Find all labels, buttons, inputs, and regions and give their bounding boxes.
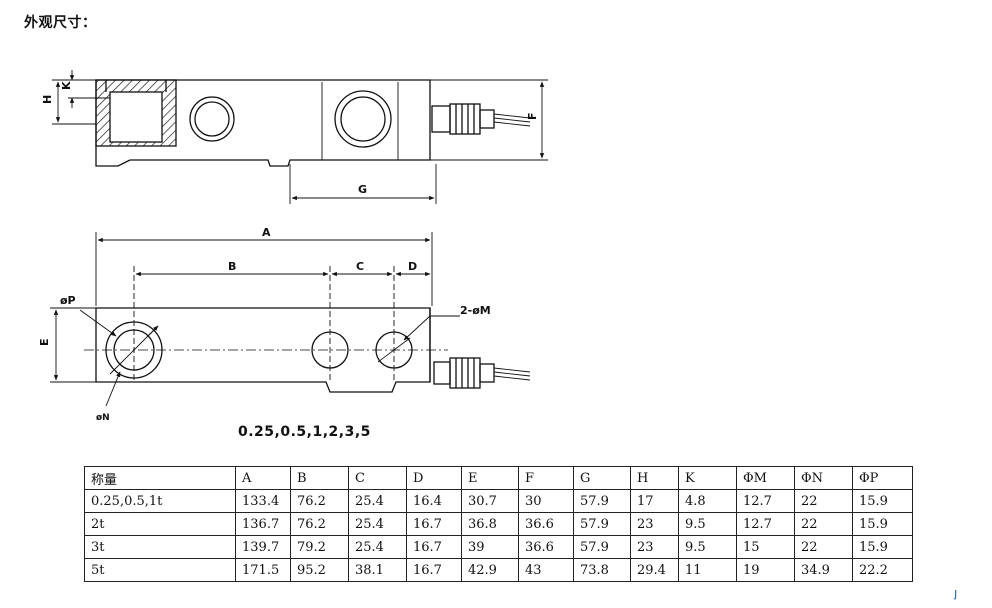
side-view-hole-2	[334, 90, 392, 148]
table-cell: 23	[630, 535, 679, 559]
table-cell: 12.7	[736, 489, 795, 513]
table-cell: 9.5	[678, 512, 737, 536]
table-cell: 43	[518, 558, 574, 582]
table-cell: 25.4	[348, 535, 407, 559]
model-capacities: 0.25,0.5,1,2,3,5	[238, 424, 371, 440]
table-cell: 36.8	[461, 512, 519, 536]
dim-label-e: E	[38, 338, 51, 346]
dim-label-f: F	[526, 112, 539, 120]
table-cell: 95.2	[290, 558, 349, 582]
table-row: 0.25,0.5,1t 133.4 76.2 25.4 16.4 30.7 30…	[84, 489, 913, 513]
dim-label-c: C	[356, 260, 364, 273]
table-cell: 57.9	[573, 512, 631, 536]
table-cell: 25.4	[348, 489, 407, 513]
table-cell: 30.7	[461, 489, 519, 513]
table-cell: 16.7	[406, 512, 462, 536]
table-cell: 4.8	[678, 489, 737, 513]
side-view-hole-1	[189, 96, 235, 142]
side-view	[95, 79, 531, 167]
table-cell: 16.7	[406, 558, 462, 582]
table-cell: 30	[518, 489, 574, 513]
table-cell: 9.5	[678, 535, 737, 559]
dim-label-a: A	[262, 226, 271, 239]
table-cell: 79.2	[290, 535, 349, 559]
header-cell: ΦM	[736, 466, 795, 490]
table-cell: 16.7	[406, 535, 462, 559]
dim-label-phi-n: øN	[96, 413, 110, 423]
table-cell: 42.9	[461, 558, 519, 582]
table-row: 5t 171.5 95.2 38.1 16.7 42.9 43 73.8 29.…	[84, 558, 913, 582]
table-cell: 22	[794, 489, 853, 513]
dim-label-b: B	[228, 260, 236, 273]
table-cell: 22	[794, 512, 853, 536]
table-cell: 17	[630, 489, 679, 513]
table-cell: 34.9	[794, 558, 853, 582]
table-cell: 36.6	[518, 535, 574, 559]
header-cell: ΦP	[852, 466, 913, 490]
header-cell: E	[461, 466, 519, 490]
table-cell: 76.2	[290, 512, 349, 536]
dim-label-phi-m: 2-øM	[460, 304, 491, 317]
header-cell: C	[348, 466, 407, 490]
page-heading: 外观尺寸：	[24, 15, 97, 31]
top-view	[84, 307, 531, 393]
side-view-connector	[431, 103, 531, 135]
table-cell: 11	[678, 558, 737, 582]
table-cell: 136.7	[235, 512, 291, 536]
table-cell: 2t	[84, 512, 236, 536]
table-cell: 3t	[84, 535, 236, 559]
table-cell: 12.7	[736, 512, 795, 536]
header-cell: K	[678, 466, 737, 490]
table-header-row: 称量 A B C D E F G H K ΦM ΦN ΦP	[84, 466, 913, 490]
dim-label-k: K	[60, 81, 73, 90]
table-cell: 29.4	[630, 558, 679, 582]
header-cell: D	[406, 466, 462, 490]
header-cell: H	[630, 466, 679, 490]
table-row: 3t 139.7 79.2 25.4 16.7 39 36.6 57.9 23 …	[84, 535, 913, 559]
header-cell: G	[573, 466, 631, 490]
table-cell: 16.4	[406, 489, 462, 513]
dim-label-d: D	[408, 260, 417, 273]
table-cell: 15.9	[852, 512, 913, 536]
table-cell: 5t	[84, 558, 236, 582]
header-cell: B	[290, 466, 349, 490]
table-cell: 57.9	[573, 535, 631, 559]
table-cell: 57.9	[573, 489, 631, 513]
table-cell: 36.6	[518, 512, 574, 536]
header-cell: 称量	[84, 466, 236, 490]
table-cell: 0.25,0.5,1t	[84, 489, 236, 513]
table-cell: 15.9	[852, 535, 913, 559]
table-cell: 171.5	[235, 558, 291, 582]
corner-mark: ȷ	[954, 586, 958, 600]
table-cell: 15	[736, 535, 795, 559]
top-view-connector	[433, 357, 531, 389]
table-cell: 22	[794, 535, 853, 559]
header-cell: A	[235, 466, 291, 490]
table-cell: 39	[461, 535, 519, 559]
table-cell: 25.4	[348, 512, 407, 536]
dimension-drawing: H K F G	[38, 70, 548, 423]
table-cell: 38.1	[348, 558, 407, 582]
table-cell: 139.7	[235, 535, 291, 559]
dim-label-h: H	[41, 95, 54, 104]
table-cell: 73.8	[573, 558, 631, 582]
dim-label-phi-p: øP	[60, 294, 76, 307]
side-view-body	[95, 79, 431, 167]
header-cell: ΦN	[794, 466, 853, 490]
spec-table: 称量 A B C D E F G H K ΦM ΦN ΦP 0.25,0.5,1…	[84, 466, 913, 582]
dim-label-g: G	[358, 183, 367, 196]
table-cell: 15.9	[852, 489, 913, 513]
table-row: 2t 136.7 76.2 25.4 16.7 36.8 36.6 57.9 2…	[84, 512, 913, 536]
table-cell: 23	[630, 512, 679, 536]
header-cell: F	[518, 466, 574, 490]
table-cell: 76.2	[290, 489, 349, 513]
table-cell: 22.2	[852, 558, 913, 582]
table-cell: 19	[736, 558, 795, 582]
table-cell: 133.4	[235, 489, 291, 513]
